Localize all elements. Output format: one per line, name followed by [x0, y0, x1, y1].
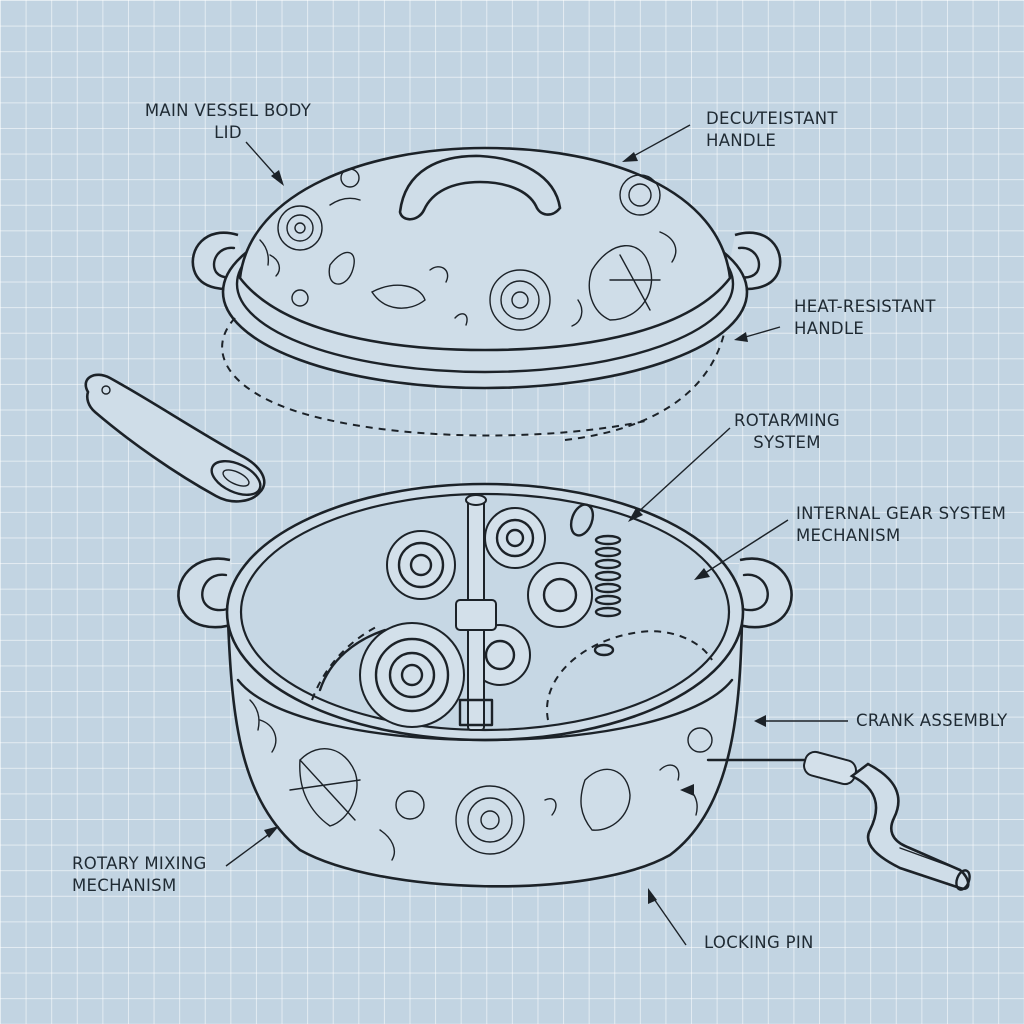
- label-locking-pin-line1: LOCKING PIN: [704, 933, 814, 952]
- label-main-vessel-line1: MAIN VESSEL BODY: [144, 101, 312, 120]
- label-rotarming-system: ROTAR⁄MING SYSTEM: [712, 410, 862, 454]
- label-decorative-handle-line1: DECU⁄TEISTANT: [706, 109, 838, 128]
- label-rotarming-line2: SYSTEM: [753, 433, 821, 452]
- detached-handle: [84, 373, 266, 503]
- label-crank-assembly: CRANK ASSEMBLY: [856, 710, 1008, 732]
- internal-gear-system: [311, 494, 622, 731]
- label-rotary-mixing-line2: MECHANISM: [72, 876, 177, 895]
- leader-arrows: [225, 124, 848, 946]
- label-rotarming-line1: ROTAR⁄MING: [734, 411, 840, 430]
- crank-assembly: [706, 750, 971, 891]
- label-main-vessel-line2: LID: [214, 123, 242, 142]
- lid: [191, 146, 782, 390]
- label-locking-pin: LOCKING PIN: [704, 932, 814, 954]
- label-rotary-mixing: ROTARY MIXING MECHANISM: [72, 853, 207, 897]
- label-rotary-mixing-line1: ROTARY MIXING: [72, 854, 207, 873]
- label-internal-gear-system: INTERNAL GEAR SYSTEM MECHANISM: [796, 503, 1006, 547]
- label-crank-assembly-line1: CRANK ASSEMBLY: [856, 711, 1008, 730]
- label-internal-gear-line1: INTERNAL GEAR SYSTEM: [796, 504, 1007, 523]
- label-decorative-handle-line2: HANDLE: [706, 131, 777, 150]
- label-internal-gear-line2: MECHANISM: [796, 526, 901, 545]
- label-heat-resistant-line2: HANDLE: [794, 319, 865, 338]
- label-heat-resistant-line1: HEAT-RESISTANT: [794, 297, 936, 316]
- label-decorative-handle: DECU⁄TEISTANT HANDLE: [706, 108, 838, 152]
- label-heat-resistant-handle: HEAT-RESISTANT HANDLE: [794, 296, 936, 340]
- label-main-vessel-lid: MAIN VESSEL BODY LID: [128, 100, 328, 144]
